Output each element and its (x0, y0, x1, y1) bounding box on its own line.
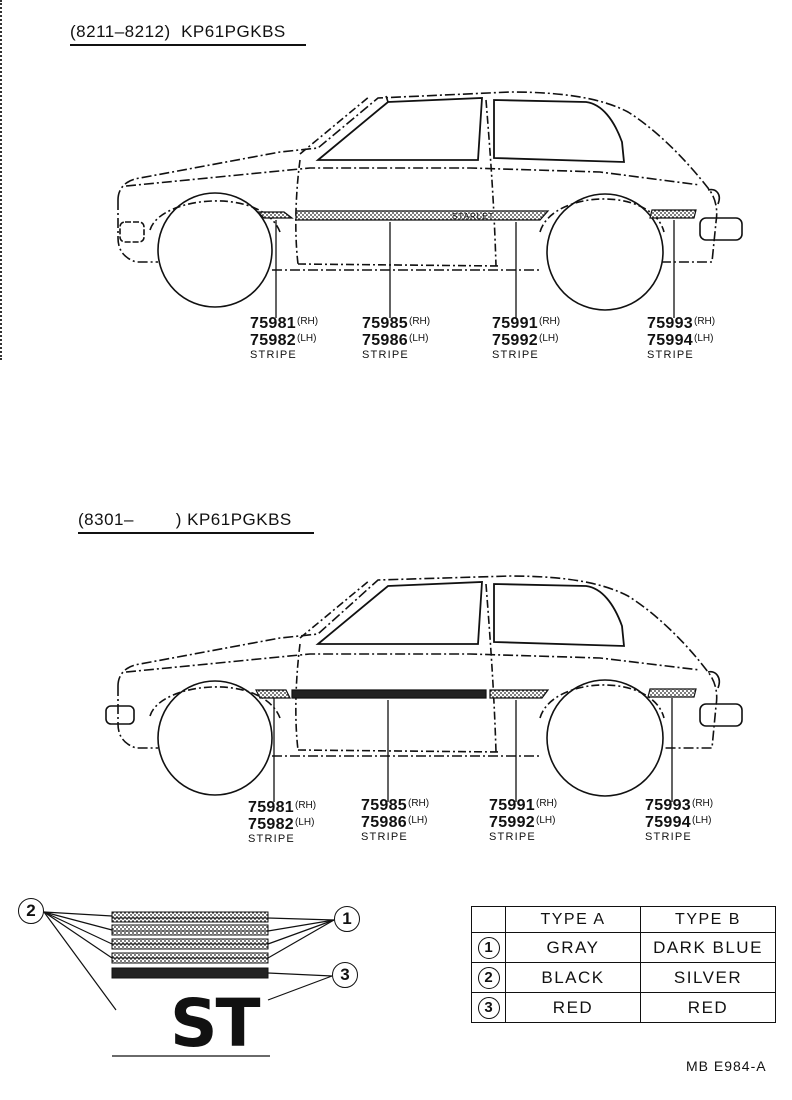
row-number-cell: 1 (471, 932, 506, 963)
type-a-cell: RED (505, 992, 641, 1023)
type-b-cell: DARK BLUE (640, 932, 776, 963)
section-2-title: (8301– ) KP61PGKBS (78, 510, 314, 534)
st-emblem: ST (170, 985, 261, 1062)
row-number-cell: 3 (471, 992, 506, 1023)
marker-2: 2 (18, 898, 44, 924)
callout-stripe-rear-door-2: 75991(RH) 75992(LH) STRIPE (489, 797, 558, 843)
callout-stripe-front-2: 75981(RH) 75982(LH) STRIPE (248, 799, 317, 845)
table-header-row: TYPE A TYPE B (471, 906, 776, 933)
header-blank (471, 906, 506, 933)
document-reference: MB E984-A (686, 1058, 767, 1074)
row-number: 2 (477, 966, 500, 989)
row-number: 1 (477, 936, 500, 959)
car-side-view-1 (117, 91, 743, 318)
callout-stripe-door-1: 75985(RH) 75986(LH) STRIPE (362, 315, 431, 361)
type-a-cell: BLACK (505, 962, 641, 993)
type-b-cell: RED (640, 992, 776, 1023)
type-a-cell: GRAY (505, 932, 641, 963)
callout-stripe-rear-2: 75993(RH) 75994(LH) STRIPE (645, 797, 714, 843)
row-number: 3 (477, 996, 500, 1019)
callout-stripe-rear-1: 75993(RH) 75994(LH) STRIPE (647, 315, 716, 361)
section-1-title: (8211–8212) KP61PGKBS (70, 22, 306, 46)
binding-edge (0, 0, 6, 360)
table-row: 3 RED RED (471, 992, 776, 1023)
row-number-cell: 2 (471, 962, 506, 993)
table-row: 1 GRAY DARK BLUE (471, 932, 776, 963)
car-side-view-2 (105, 575, 743, 802)
header-type-a: TYPE A (505, 906, 641, 933)
header-type-b: TYPE B (640, 906, 776, 933)
stripe-color-table: TYPE A TYPE B 1 GRAY DARK BLUE 2 BLACK S… (471, 906, 776, 1023)
table-row: 2 BLACK SILVER (471, 962, 776, 993)
starlet-badge: STARLET (452, 212, 494, 221)
type-b-cell: SILVER (640, 962, 776, 993)
callout-stripe-door-2: 75985(RH) 75986(LH) STRIPE (361, 797, 430, 843)
stripe-legend-sample (43, 911, 335, 1057)
callout-stripe-front-1: 75981(RH) 75982(LH) STRIPE (250, 315, 319, 361)
marker-1: 1 (334, 906, 360, 932)
marker-3: 3 (332, 962, 358, 988)
callout-stripe-rear-door-1: 75991(RH) 75992(LH) STRIPE (492, 315, 561, 361)
